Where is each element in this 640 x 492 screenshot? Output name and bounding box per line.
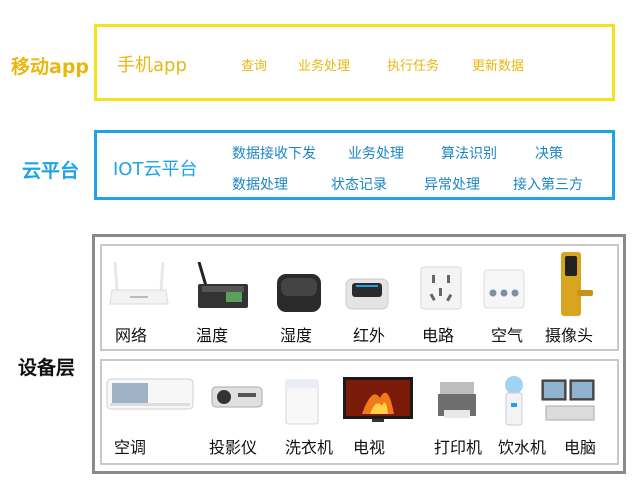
projector-icon <box>211 386 263 408</box>
power-socket-icon <box>420 266 462 310</box>
device-layer-box <box>92 234 626 474</box>
mobile-function: 业务处理 <box>298 59 351 74</box>
device-label-temperature: 温度 <box>196 326 229 345</box>
cloud-function: 数据接收下发 <box>232 146 316 162</box>
mobile-function: 执行任务 <box>387 59 440 74</box>
device-label-air-conditioner: 空调 <box>114 438 147 457</box>
mobile-title: 手机app <box>117 55 187 76</box>
printer-icon <box>438 382 476 418</box>
humidity-sensor-icon <box>277 274 321 312</box>
device-label-washing-machine: 洗衣机 <box>285 438 334 457</box>
device-label-air: 空气 <box>491 326 524 345</box>
device-label-computer: 电脑 <box>564 438 597 457</box>
device-label-network: 网络 <box>115 326 148 345</box>
device-label-humidity: 湿度 <box>280 326 313 345</box>
cloud-function: 决策 <box>535 146 563 162</box>
router-icon <box>109 261 169 305</box>
mobile-layer-label: 移动app <box>11 56 90 78</box>
air-conditioner-icon <box>106 378 194 410</box>
computer-icon <box>541 379 595 421</box>
device-label-printer: 打印机 <box>434 438 483 457</box>
cloud-layer-box <box>94 130 615 200</box>
device-label-water-dispenser: 饮水机 <box>498 438 547 457</box>
device-row1-box <box>100 244 619 351</box>
temperature-sensor-icon <box>197 262 248 308</box>
mobile-layer-box <box>94 24 615 101</box>
water-dispenser-icon <box>505 376 523 426</box>
cloud-function: 数据处理 <box>232 177 288 193</box>
tv-icon <box>343 377 413 422</box>
cloud-function: 业务处理 <box>348 146 404 162</box>
infrared-remote-icon <box>345 278 389 310</box>
device-label-infrared: 红外 <box>353 326 386 345</box>
cloud-function: 接入第三方 <box>513 177 583 193</box>
mobile-function: 更新数据 <box>472 59 525 74</box>
device-row2-box <box>100 359 619 465</box>
device-label-tv: 电视 <box>353 438 386 457</box>
device-layer-label: 设备层 <box>18 357 76 379</box>
washing-machine-icon <box>285 379 319 425</box>
cloud-layer-label: 云平台 <box>22 160 80 182</box>
mobile-function: 查询 <box>241 59 268 74</box>
device-label-camera: 摄像头 <box>545 326 594 345</box>
cloud-function: 算法识别 <box>441 146 497 162</box>
device-label-projector: 投影仪 <box>209 438 258 457</box>
cloud-title: IOT云平台 <box>113 159 198 180</box>
smart-lock-icon <box>561 252 593 316</box>
device-label-circuit: 电路 <box>422 326 455 345</box>
air-sensor-icon <box>483 269 525 309</box>
cloud-function: 状态记录 <box>331 177 387 193</box>
cloud-function: 异常处理 <box>424 177 480 193</box>
